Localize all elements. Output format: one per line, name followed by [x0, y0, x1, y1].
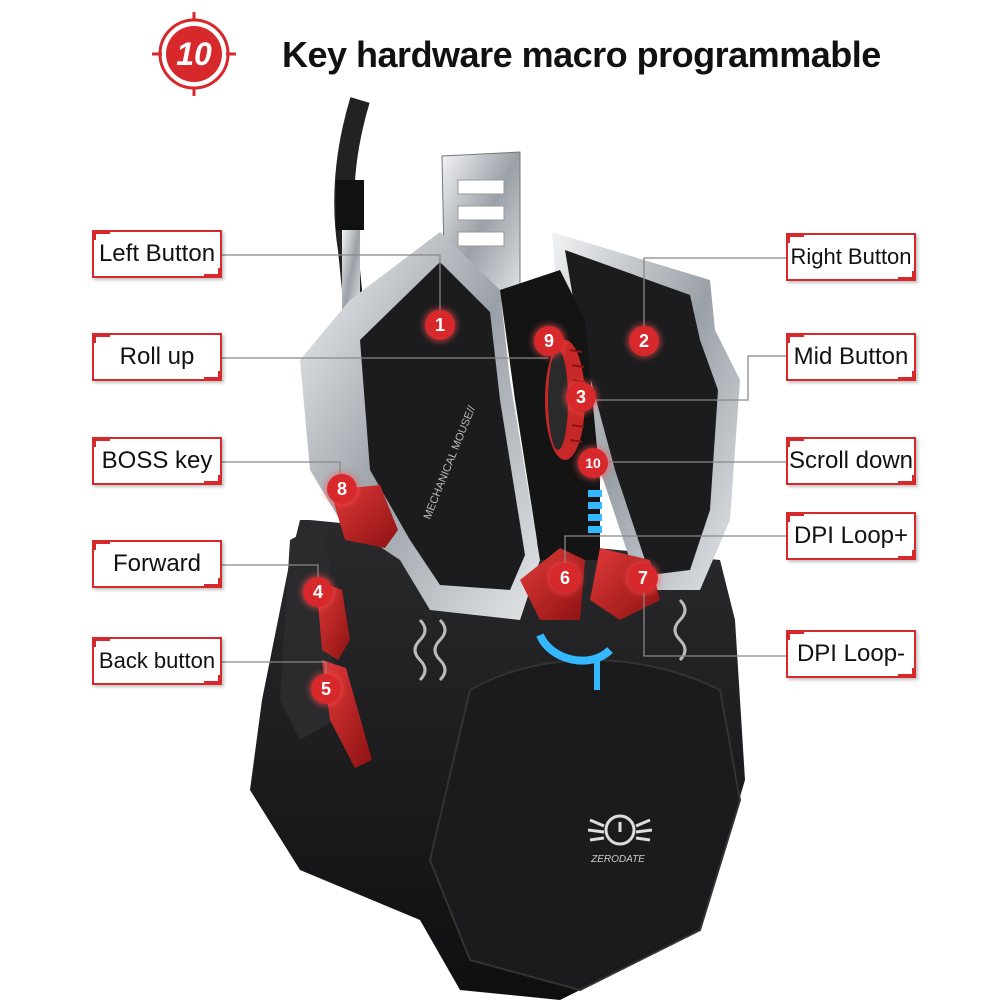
badge-number: 10: [176, 36, 212, 72]
brand-text: ZERODATE: [590, 854, 645, 865]
callout-left-button: Left Button: [92, 230, 222, 278]
callout-right-button: Right Button: [786, 233, 916, 281]
page-title: Key hardware macro programmable: [282, 34, 881, 75]
callout-mid-button: Mid Button: [786, 333, 916, 381]
callout-dpi-loop-plus: DPI Loop+: [786, 512, 916, 560]
marker-1: 1: [425, 310, 455, 340]
callout-forward: Forward: [92, 540, 222, 588]
callout-boss-key: BOSS key: [92, 437, 222, 485]
callout-scroll-down: Scroll down: [786, 437, 916, 485]
left-button-panel: [360, 262, 525, 590]
marker-7: 7: [628, 563, 658, 593]
leader-lines: [222, 254, 786, 688]
right-button-panel: [565, 250, 718, 575]
callout-back-button: Back button: [92, 637, 222, 685]
brand-logo-icon: [587, 814, 653, 846]
marker-9: 9: [534, 326, 564, 356]
dpi-indicator: [588, 490, 602, 533]
marker-8: 8: [327, 474, 357, 504]
marker-10: 10: [578, 448, 608, 478]
palm-rest: [428, 659, 742, 992]
led-ring: [536, 633, 613, 665]
marker-5: 5: [311, 674, 341, 704]
callout-dpi-loop-minus: DPI Loop-: [786, 630, 916, 678]
badge-number-icon: 10: [152, 12, 236, 96]
marker-4: 4: [303, 577, 333, 607]
callout-roll-up: Roll up: [92, 333, 222, 381]
marker-2: 2: [629, 326, 659, 356]
marker-3: 3: [566, 382, 596, 412]
marker-6: 6: [550, 563, 580, 593]
cable-strain-relief: [336, 180, 364, 230]
